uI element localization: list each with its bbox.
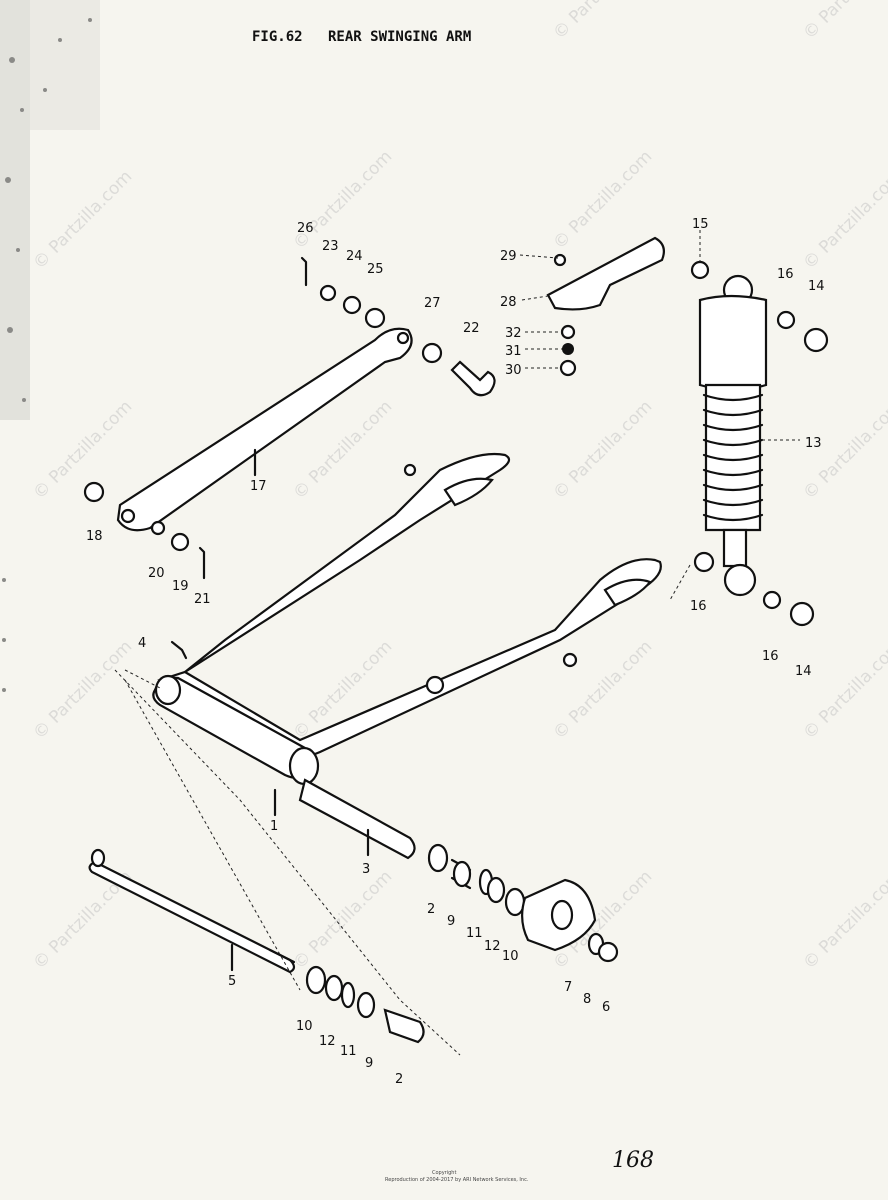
callout-2: 2 (395, 1072, 403, 1087)
watermark: © Partzilla.com (549, 397, 656, 504)
leader-lines (114, 230, 800, 1056)
nut-18 (83, 481, 105, 503)
nut-14-bottom (789, 601, 815, 627)
cotter-pin-26 (300, 256, 308, 287)
washer-12b (324, 974, 344, 1002)
callout-14: 14 (795, 664, 812, 679)
callout-24: 24 (346, 249, 363, 264)
copyright-line-1: Copyright (432, 1170, 456, 1176)
callout-6: 6 (602, 1000, 610, 1015)
callout-10: 10 (296, 1019, 313, 1034)
washer-32 (560, 324, 576, 340)
callout-8: 8 (583, 992, 591, 1007)
washer-15 (690, 260, 710, 280)
pivot-parts (298, 778, 619, 963)
callout-23: 23 (322, 239, 339, 254)
washer-20 (150, 520, 166, 536)
pivot-shaft (88, 848, 425, 1044)
watermark: © Partzilla.com (549, 0, 656, 44)
callout-labels: 1 2 2 3 4 5 6 7 8 9 9 10 10 11 11 12 12 … (86, 217, 825, 1087)
watermark: © Partzilla.com (799, 0, 888, 44)
washer-31 (562, 343, 574, 355)
callout-29: 29 (500, 249, 517, 264)
figure-number: FIG.62 (252, 29, 303, 45)
bolt-22 (450, 360, 496, 397)
grease-nipple-4 (170, 640, 188, 660)
callout-16: 16 (777, 267, 794, 282)
nut-6 (597, 941, 619, 963)
washer-16-top (776, 310, 796, 330)
callout-32: 32 (505, 326, 522, 341)
callout-16: 16 (762, 649, 779, 664)
watermark: © Partzilla.com (549, 637, 656, 744)
watermark: © Partzilla.com (289, 147, 396, 254)
callout-14: 14 (808, 279, 825, 294)
nut-14-top (803, 327, 829, 353)
callout-27: 27 (424, 296, 441, 311)
watermark: © Partzilla.com (799, 867, 888, 974)
callout-17: 17 (250, 479, 267, 494)
washer-24 (342, 295, 362, 315)
nut-30 (559, 359, 577, 377)
nut-23 (319, 284, 337, 302)
callout-5: 5 (228, 974, 236, 989)
callout-18: 18 (86, 529, 103, 544)
callout-16: 16 (690, 599, 707, 614)
scan-noise (0, 0, 100, 692)
callout-25: 25 (367, 262, 384, 277)
callout-4: 4 (138, 636, 146, 651)
watermark: © Partzilla.com (29, 397, 136, 504)
callout-19: 19 (172, 579, 189, 594)
bearing-9b (356, 991, 376, 1019)
callout-12: 12 (319, 1034, 336, 1049)
washer-16-bottom-left (693, 551, 715, 573)
nut-19 (170, 532, 190, 552)
swinging-arm (152, 452, 662, 786)
bushing-2a (427, 843, 449, 873)
callout-28: 28 (500, 295, 517, 310)
cotter-pin-21 (198, 546, 206, 580)
washer-12a (486, 876, 506, 904)
callout-21: 21 (194, 592, 211, 607)
watermark: © Partzilla.com (289, 867, 396, 974)
bracket (546, 236, 665, 377)
watermark: © Partzilla.com (549, 147, 656, 254)
callout-11: 11 (340, 1044, 357, 1059)
callout-20: 20 (148, 566, 165, 581)
watermark: © Partzilla.com (799, 637, 888, 744)
torque-link (83, 256, 496, 580)
callout-22: 22 (463, 321, 480, 336)
callout-7: 7 (564, 980, 572, 995)
copyright-line-2: Reproduction of 2004-2017 by ARI Network… (385, 1177, 529, 1183)
callout-15: 15 (692, 217, 709, 232)
ring-11b (340, 981, 356, 1009)
watermark: © Partzilla.com (29, 637, 136, 744)
callout-30: 30 (505, 363, 522, 378)
page-number: 168 (612, 1148, 654, 1173)
seal-10b (305, 965, 327, 995)
watermark: © Partzilla.com (799, 167, 888, 274)
callout-13: 13 (805, 436, 822, 451)
bushing-2b (383, 1008, 425, 1044)
callout-10: 10 (502, 949, 519, 964)
callout-2: 2 (427, 902, 435, 917)
callout-26: 26 (297, 221, 314, 236)
callout-12: 12 (484, 939, 501, 954)
washer-16-bottom (762, 590, 782, 610)
callout-11: 11 (466, 926, 483, 941)
figure-title: REAR SWINGING ARM (328, 29, 471, 45)
callout-31: 31 (505, 344, 522, 359)
callout-9: 9 (365, 1056, 373, 1071)
washer-27 (421, 342, 443, 364)
watermark: © Partzilla.com (29, 167, 136, 274)
callout-3: 3 (362, 862, 370, 877)
shock-absorber (690, 260, 829, 627)
callout-1: 1 (270, 819, 278, 834)
callout-9: 9 (447, 914, 455, 929)
washer-25 (364, 307, 386, 329)
